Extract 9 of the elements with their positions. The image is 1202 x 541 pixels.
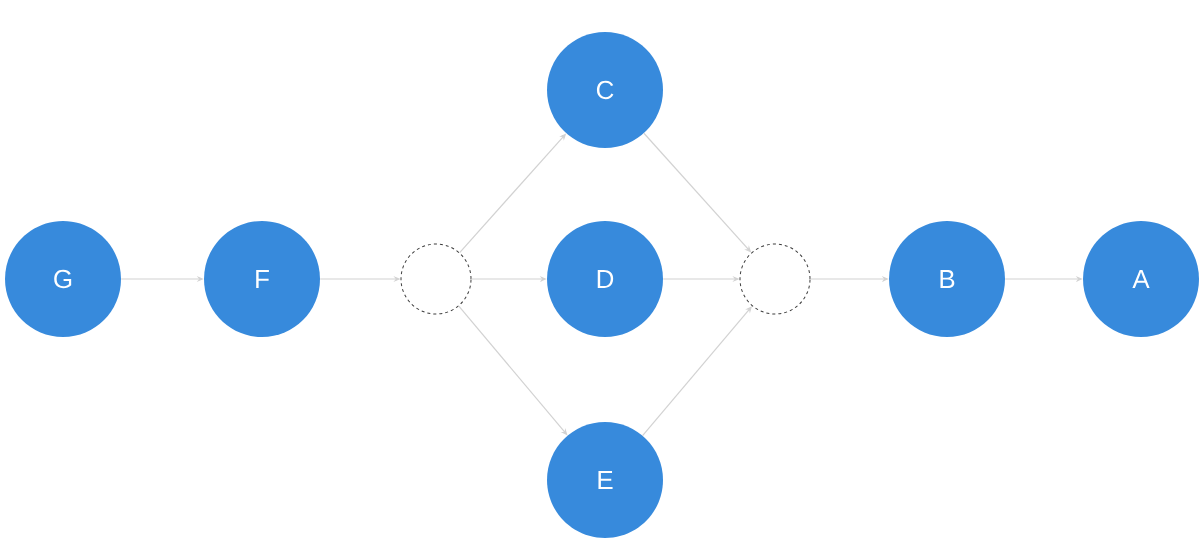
circle-node: E xyxy=(547,422,663,538)
junction-circle xyxy=(400,243,472,315)
circle-node: G xyxy=(5,221,121,337)
junction-circle xyxy=(739,243,811,315)
circle-node: D xyxy=(547,221,663,337)
circle-node: C xyxy=(547,32,663,148)
circle-node: F xyxy=(204,221,320,337)
circle-node: A xyxy=(1083,221,1199,337)
circle-node: B xyxy=(889,221,1005,337)
